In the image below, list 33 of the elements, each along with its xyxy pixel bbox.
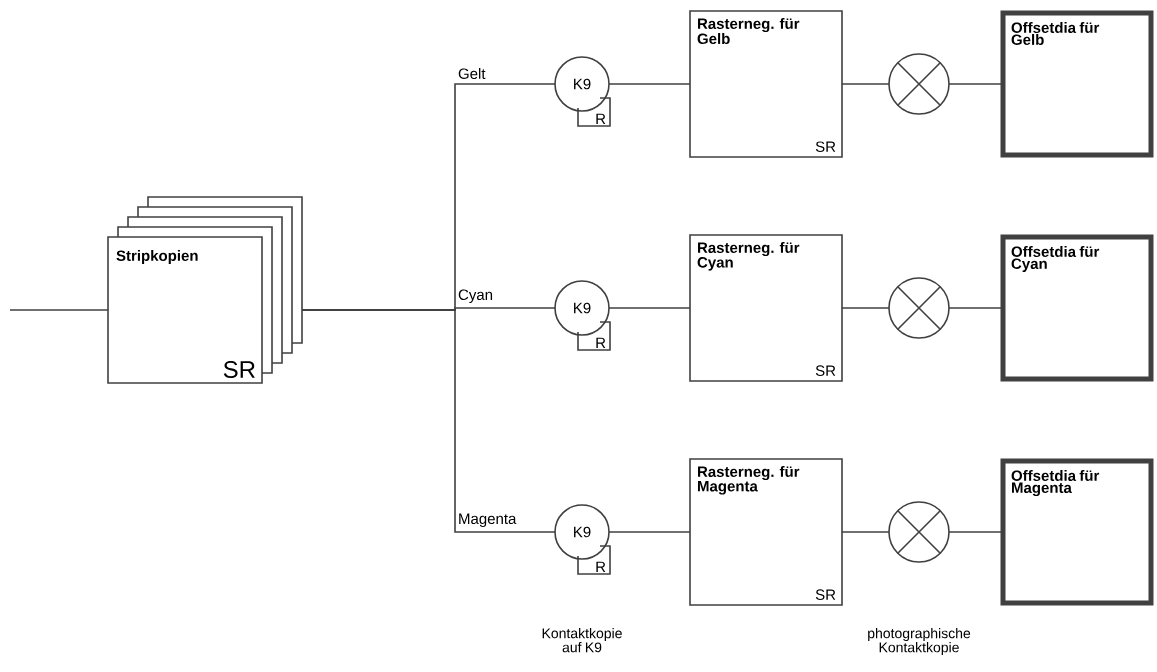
output-box: Offsetdia für Magenta [1000, 458, 1154, 606]
connector-line [948, 83, 1004, 85]
process-box: Rasterneg. für Cyan SR [689, 234, 843, 382]
circle-node: K9 [554, 56, 610, 112]
connector-line [841, 307, 890, 309]
lamp-symbol [888, 501, 950, 563]
edge-label: Cyan [458, 289, 493, 303]
circle-node: K9 [554, 280, 610, 336]
connector-line [841, 531, 890, 533]
connector-line [9, 309, 109, 311]
connector-line [841, 83, 890, 85]
edge-label: Magenta [459, 513, 517, 527]
lamp-symbol [888, 277, 950, 339]
connector-line [301, 309, 556, 533]
process-box: Rasterneg. für Gelb SR [689, 10, 843, 158]
node-label: SR [223, 361, 255, 378]
small-box: R [577, 545, 611, 575]
small-box: R [577, 321, 611, 351]
edge-label: Gelt [458, 68, 486, 79]
caption-text: Kontaktkopie auf K9 [542, 628, 622, 653]
lamp-symbol [888, 53, 950, 115]
process-box: Rasterneg. für Magenta SR [689, 458, 843, 606]
small-box: R [577, 97, 611, 127]
output-box: Offsetdia für Gelb [1000, 10, 1154, 158]
stacked-sheets-box: Stripkopien SR [107, 196, 303, 384]
output-box: Offsetdia für Cyan [1000, 234, 1154, 382]
connector-line [608, 307, 691, 309]
circle-node: K9 [554, 504, 610, 560]
connector-line [608, 83, 691, 85]
connector-line [948, 307, 1004, 309]
caption-text: photographische Kontaktkopie [868, 628, 971, 656]
connector-line [948, 531, 1004, 533]
connector-line [608, 531, 691, 533]
